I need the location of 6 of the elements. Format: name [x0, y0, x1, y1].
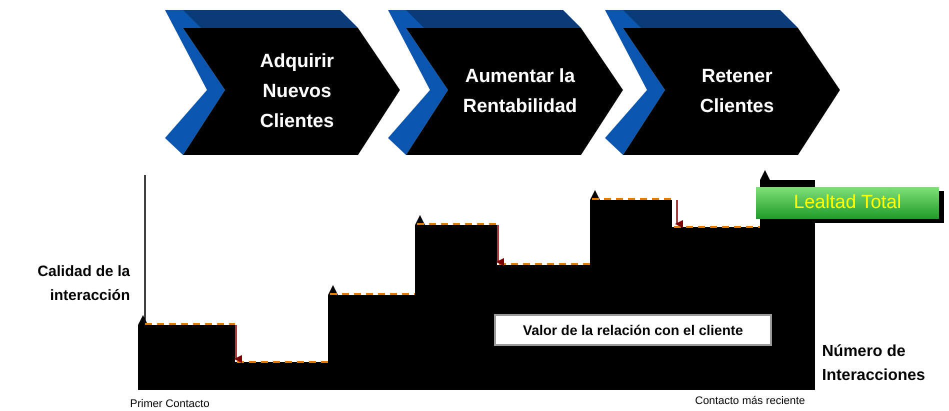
axis-label: Número de Interacciones — [822, 342, 926, 386]
axis-label: Primer Contacto — [130, 398, 210, 410]
result-badge: Lealtad Total — [756, 187, 939, 219]
axis-label: Calidad de la interacción — [36, 262, 130, 306]
text-box: Valor de la relación con el cliente — [494, 314, 772, 346]
axis-label: Contacto más reciente — [695, 395, 806, 407]
